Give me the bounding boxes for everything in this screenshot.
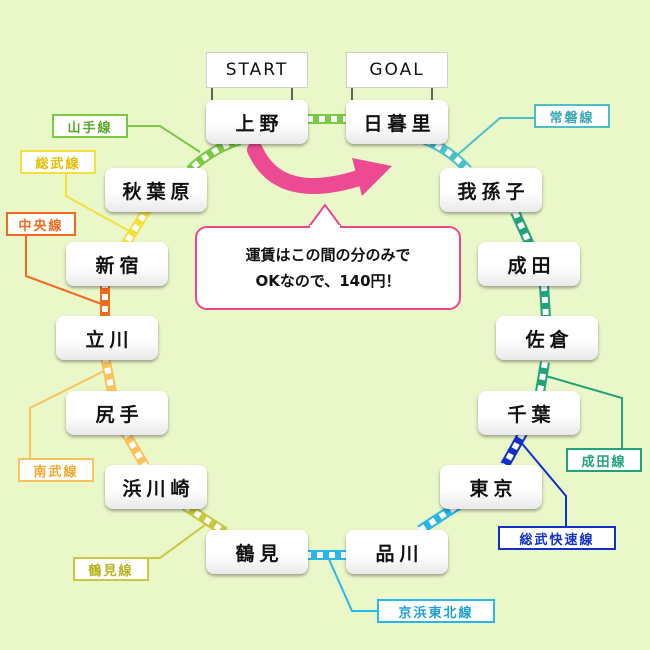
track-narita-3 [510,209,535,248]
station-narita[interactable]: 成田 [478,242,580,286]
line-label-tsurumi: 鶴見線 [73,557,149,581]
track-sobu-rapid [500,430,528,468]
station-sakura[interactable]: 佐倉 [496,316,598,360]
track-nambu-1 [100,355,117,393]
leader-yamanote [127,125,201,153]
line-label-nambu: 南武線 [18,458,94,482]
line-label-yamanote: 山手線 [52,114,128,138]
goal-flag: GOAL [346,52,448,88]
station-hamakawasaki[interactable]: 浜川崎 [105,465,207,509]
station-nippori[interactable]: 日暮里 [346,100,448,144]
leader-tsurumi [117,518,214,559]
station-tsurumi[interactable]: 鶴見 [206,530,308,574]
station-abiko[interactable]: 我孫子 [440,168,542,212]
station-chiba[interactable]: 千葉 [478,391,580,435]
bubble-tail-cover [310,225,340,229]
station-tachikawa[interactable]: 立川 [56,316,158,360]
station-tokyo[interactable]: 東京 [440,465,542,509]
leader-narita [545,375,623,448]
station-ueno[interactable]: 上野 [206,100,308,144]
line-label-joban: 常磐線 [534,104,610,128]
fare-note-line2: OKなので、140円！ [255,272,401,290]
arrow-ueno-to-nippori [247,142,373,194]
station-akihabara[interactable]: 秋葉原 [105,168,207,212]
line-label-narita: 成田線 [566,448,642,472]
line-label-keihin-tohoku: 京浜東北線 [377,599,495,623]
line-label-chuo: 中央線 [6,212,76,236]
arrow-head [352,158,392,196]
track-joban [423,135,472,174]
leader-sobu [65,174,132,233]
fare-note-bubble: 運賃はこの間の分のみで OKなので、140円！ [195,226,461,310]
fare-note-line1: 運賃はこの間の分のみで [245,246,411,264]
line-label-sobu: 総武線 [20,150,96,174]
leader-joban [454,117,534,158]
leader-keihin [327,556,378,612]
station-shinjuku[interactable]: 新宿 [66,242,168,286]
start-flag: START [206,52,308,88]
leader-sobu-rapid [518,439,567,526]
track-nambu-2 [120,429,150,469]
line-label-sobu-rapid: 総武快速線 [498,526,616,550]
station-shinagawa[interactable]: 品川 [346,530,448,574]
station-shiriteh[interactable]: 尻手 [66,391,168,435]
leader-nambu [29,369,107,458]
leader-chuo [25,236,108,307]
